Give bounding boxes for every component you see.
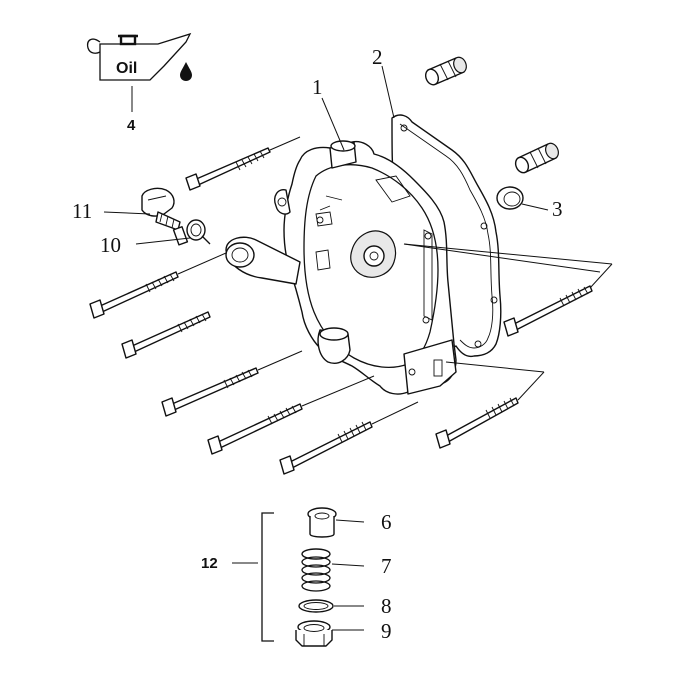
callout-8: 8 bbox=[381, 594, 392, 618]
bolt-left-3 bbox=[161, 350, 303, 417]
drain-plug bbox=[141, 187, 189, 246]
drain-plug-o-ring bbox=[186, 219, 211, 245]
bolt-left-1 bbox=[89, 252, 227, 319]
callout-7: 7 bbox=[381, 554, 392, 578]
dowel-pin-lower bbox=[514, 142, 559, 174]
valve-nut bbox=[295, 620, 364, 647]
oil-seal bbox=[496, 186, 524, 210]
crankcase-cover bbox=[225, 140, 457, 395]
callout-4: 4 bbox=[127, 117, 136, 134]
callout-10: 10 bbox=[100, 233, 121, 257]
valve-kit-bracket bbox=[232, 512, 274, 642]
bolt-right-2 bbox=[435, 397, 519, 449]
dowel-pin-upper bbox=[424, 56, 467, 86]
bolt-left-4 bbox=[207, 375, 375, 455]
callout-3: 3 bbox=[552, 197, 563, 221]
callout-6: 6 bbox=[381, 510, 392, 534]
callout-11: 11 bbox=[72, 199, 92, 223]
bolt-right-1 bbox=[503, 285, 593, 337]
callout-9: 9 bbox=[381, 619, 392, 643]
bolt-top bbox=[185, 136, 301, 191]
valve-cap bbox=[307, 507, 365, 538]
callout-2: 2 bbox=[372, 45, 383, 69]
bolt-left-2 bbox=[121, 311, 211, 359]
oil-can-icon: Oil bbox=[86, 32, 192, 112]
oil-label: Oil bbox=[116, 60, 137, 77]
callout-12: 12 bbox=[201, 555, 218, 572]
bolt-left-5 bbox=[279, 401, 419, 475]
callout-1: 1 bbox=[312, 75, 323, 99]
valve-spring bbox=[301, 548, 365, 592]
valve-washer bbox=[298, 599, 364, 613]
